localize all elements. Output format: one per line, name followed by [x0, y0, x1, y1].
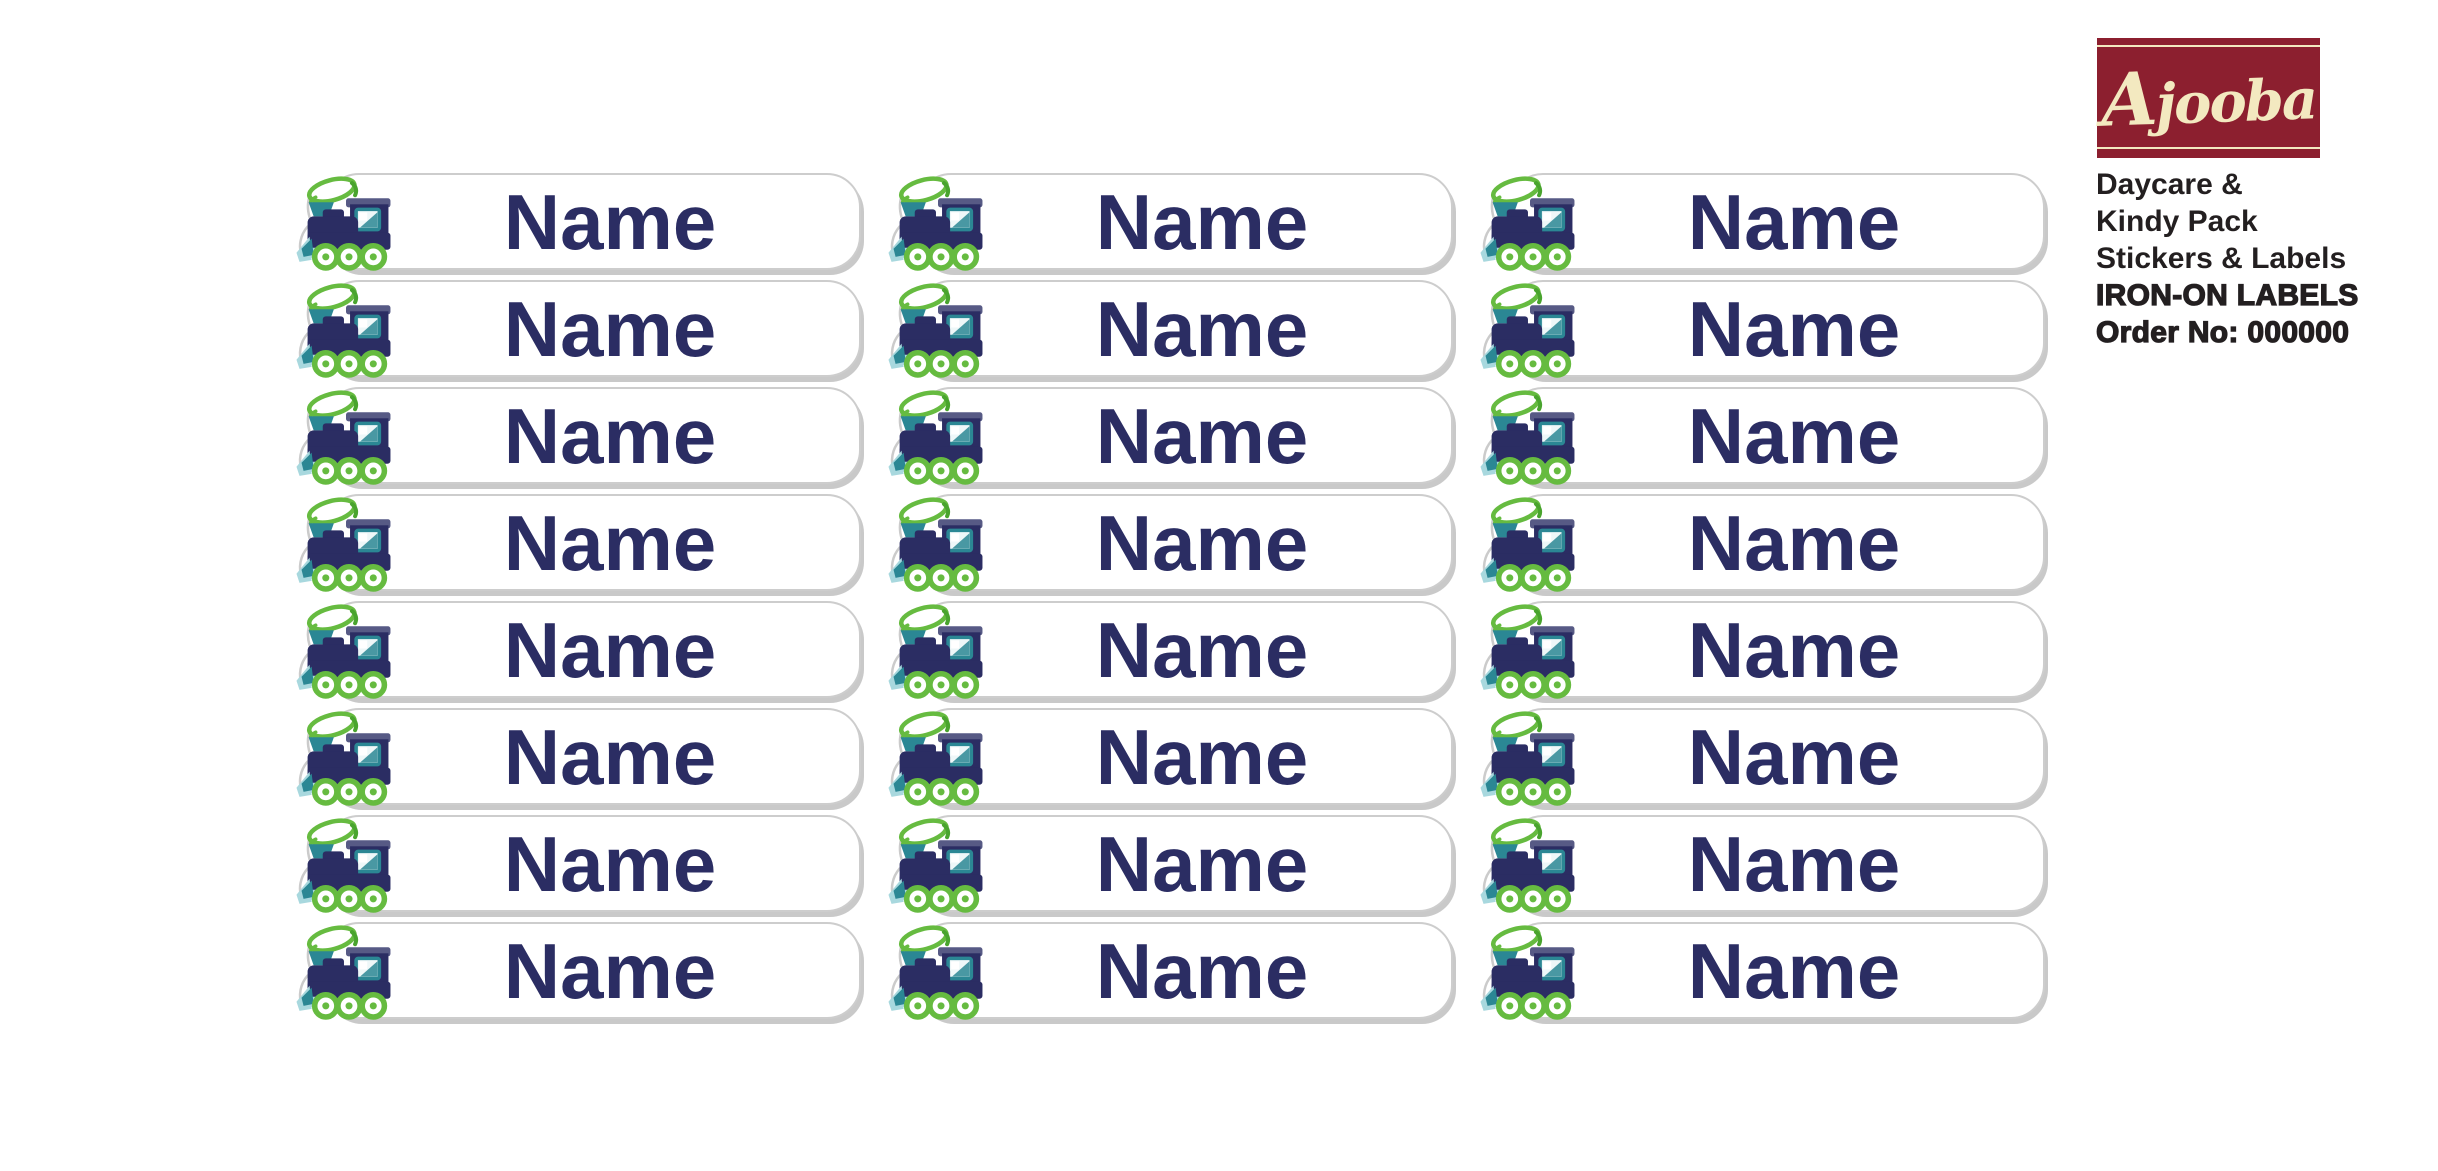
train-icon [1480, 390, 1575, 485]
label-name-text: Name [1687, 284, 1901, 373]
name-label: Name [888, 708, 1453, 806]
label-name-text: Name [503, 926, 717, 1015]
name-label: Name [296, 387, 861, 485]
train-icon [1480, 176, 1575, 271]
train-icon [296, 390, 391, 485]
label-name-text: Name [1095, 926, 1309, 1015]
train-icon [1480, 283, 1575, 378]
name-label: Name [888, 601, 1453, 699]
label-name-text: Name [503, 819, 717, 908]
train-icon [296, 818, 391, 913]
brand-line-daycare: Daycare & [2096, 168, 2243, 201]
label-name-text: Name [503, 498, 717, 587]
train-icon [888, 176, 983, 271]
label-name-text: Name [1687, 498, 1901, 587]
train-icon [296, 497, 391, 592]
train-icon [296, 925, 391, 1020]
name-label: Name [1480, 280, 2045, 378]
name-label: Name [1480, 601, 2045, 699]
label-name-text: Name [1095, 284, 1309, 373]
name-label: Name [888, 173, 1453, 271]
train-icon [888, 711, 983, 806]
name-label: Name [888, 815, 1453, 913]
name-label: Name [296, 280, 861, 378]
train-icon [1480, 604, 1575, 699]
label-name-text: Name [503, 177, 717, 266]
label-name-text: Name [1095, 819, 1309, 908]
ajooba-logo-text: Ajooba [2099, 56, 2318, 144]
brand-line-kindy-pack: Kindy Pack [2096, 205, 2258, 238]
label-name-text: Name [1095, 498, 1309, 587]
name-label: Name [296, 708, 861, 806]
label-name-text: Name [1687, 177, 1901, 266]
label-name-text: Name [1687, 391, 1901, 480]
name-label: Name [1480, 708, 2045, 806]
ajooba-logo-frame: Ajooba [2097, 45, 2320, 149]
label-name-text: Name [1095, 177, 1309, 266]
label-name-text: Name [1687, 605, 1901, 694]
label-name-text: Name [503, 391, 717, 480]
name-label: Name [888, 494, 1453, 592]
name-label: Name [888, 387, 1453, 485]
name-label: Name [1480, 494, 2045, 592]
train-icon [296, 604, 391, 699]
label-name-text: Name [503, 284, 717, 373]
train-icon [888, 497, 983, 592]
name-label: Name [888, 922, 1453, 1020]
train-icon [296, 176, 391, 271]
train-icon [1480, 925, 1575, 1020]
order-info-block: Daycare & Kindy Pack Stickers & Labels I… [2095, 166, 2426, 351]
name-label: Name [1480, 173, 2045, 271]
train-icon [888, 925, 983, 1020]
name-label: Name [296, 494, 861, 592]
name-label: Name [296, 173, 861, 271]
train-icon [296, 283, 391, 378]
train-icon [888, 283, 983, 378]
order-number-line: Order No: 000000 [2095, 315, 2350, 349]
train-icon [1480, 497, 1575, 592]
label-name-text: Name [1687, 819, 1901, 908]
train-icon [296, 711, 391, 806]
name-label: Name [1480, 815, 2045, 913]
label-name-text: Name [1095, 391, 1309, 480]
labels-grid: Name [296, 173, 2045, 1020]
train-icon [1480, 818, 1575, 913]
train-icon [888, 604, 983, 699]
name-label: Name [888, 280, 1453, 378]
train-icon [1480, 711, 1575, 806]
label-name-text: Name [1095, 712, 1309, 801]
label-name-text: Name [503, 712, 717, 801]
name-label: Name [296, 601, 861, 699]
label-name-text: Name [503, 605, 717, 694]
brand-line-iron-on: IRON-ON LABELS [2095, 278, 2359, 312]
train-icon [888, 390, 983, 485]
name-label: Name [1480, 922, 2045, 1020]
ajooba-logo: Ajooba [2097, 38, 2320, 158]
label-name-text: Name [1687, 712, 1901, 801]
train-icon [888, 818, 983, 913]
name-label: Name [296, 922, 861, 1020]
brand-line-stickers-labels: Stickers & Labels [2096, 242, 2347, 275]
name-label: Name [1480, 387, 2045, 485]
label-name-text: Name [1095, 605, 1309, 694]
label-name-text: Name [1687, 926, 1901, 1015]
name-label: Name [296, 815, 861, 913]
